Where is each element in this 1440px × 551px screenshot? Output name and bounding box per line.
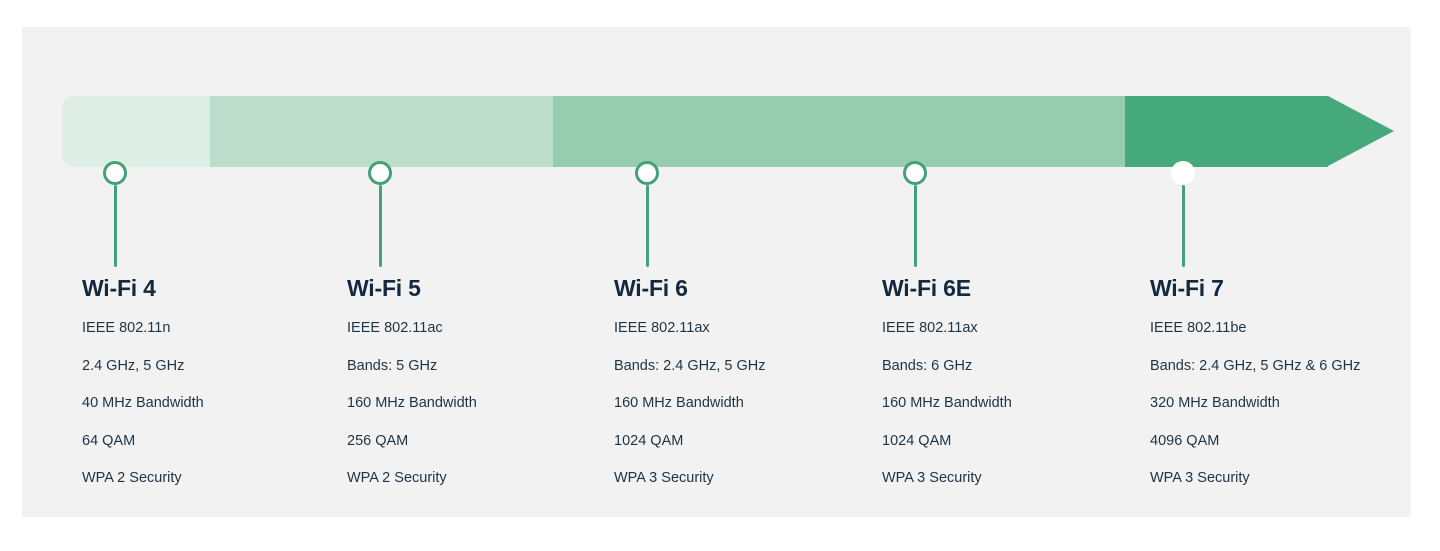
marker-wifi7-connector-line [1181,185,1185,267]
generation-spec-bands: Bands: 5 GHz [347,357,438,374]
generation-spec-standard: IEEE 802.11ax [882,320,978,336]
generation-spec-bands: Bands: 2.4 GHz, 5 GHz [614,357,766,374]
generation-spec-security: WPA 3 Security [614,470,714,486]
generation-spec-bandwidth: 160 MHz Bandwidth [882,395,1012,411]
marker-wifi6e-connector-line [913,185,917,267]
generation-title: Wi-Fi 5 [347,275,421,301]
segment-wifi6-6e [553,96,1136,167]
generation-spec-standard: IEEE 802.11ac [347,320,443,336]
generation-spec-bandwidth: 40 MHz Bandwidth [82,395,204,411]
generation-spec-security: WPA 3 Security [1150,470,1250,486]
generation-title: Wi-Fi 7 [1150,275,1224,301]
generation-spec-bandwidth: 320 MHz Bandwidth [1150,395,1280,411]
generation-spec-bands: Bands: 6 GHz [882,357,973,374]
marker-wifi6-connector-line [645,185,649,267]
marker-wifi7-dot-icon [1171,161,1195,185]
generation-title: Wi-Fi 6E [882,275,971,301]
generation-spec-standard: IEEE 802.11be [1150,320,1247,336]
generation-spec-standard: IEEE 802.11n [82,320,171,336]
segment-wifi5 [210,96,565,167]
generation-spec-bands: 2.4 GHz, 5 GHz [82,357,185,374]
generation-spec-security: WPA 2 Security [82,470,182,486]
generation-spec-qam: 256 QAM [347,432,409,449]
marker-wifi5-connector-line [378,185,382,267]
generation-spec-bandwidth: 160 MHz Bandwidth [614,395,744,411]
generation-spec-qam: 1024 QAM [614,432,684,449]
infographic-card: Wi-Fi 4 IEEE 802.11n 2.4 GHz, 5 GHz 40 MHz … [22,27,1411,517]
marker-wifi6e-dot-icon [903,161,927,185]
generation-title: Wi-Fi 4 [82,275,156,301]
segment-wifi4 [62,96,222,167]
marker-wifi5-dot-icon [368,161,392,185]
segment-wifi7 [1125,96,1328,167]
generation-spec-security: WPA 2 Security [347,470,447,486]
generation-spec-qam: 4096 QAM [1150,432,1220,449]
generation-spec-bandwidth: 160 MHz Bandwidth [347,395,477,411]
generation-spec-standard: IEEE 802.11ax [614,320,710,336]
progress-arrow [62,96,1394,167]
generation-spec-qam: 1024 QAM [882,432,952,449]
arrow-head-icon [1328,96,1394,166]
generation-title: Wi-Fi 6 [614,275,688,301]
marker-wifi4-connector-line [113,185,117,267]
marker-wifi6-dot-icon [635,161,659,185]
generation-column-wi-fi-4: Wi-Fi 4 IEEE 802.11n 2.4 GHz, 5 GHz 40 MHz … [82,277,342,486]
marker-wifi4-dot-icon [103,161,127,185]
generation-spec-security: WPA 3 Security [882,470,982,486]
generation-spec-bands: Bands: 2.4 GHz, 5 GHz & 6 GHz [1150,357,1361,374]
generation-spec-qam: 64 QAM [82,432,136,449]
